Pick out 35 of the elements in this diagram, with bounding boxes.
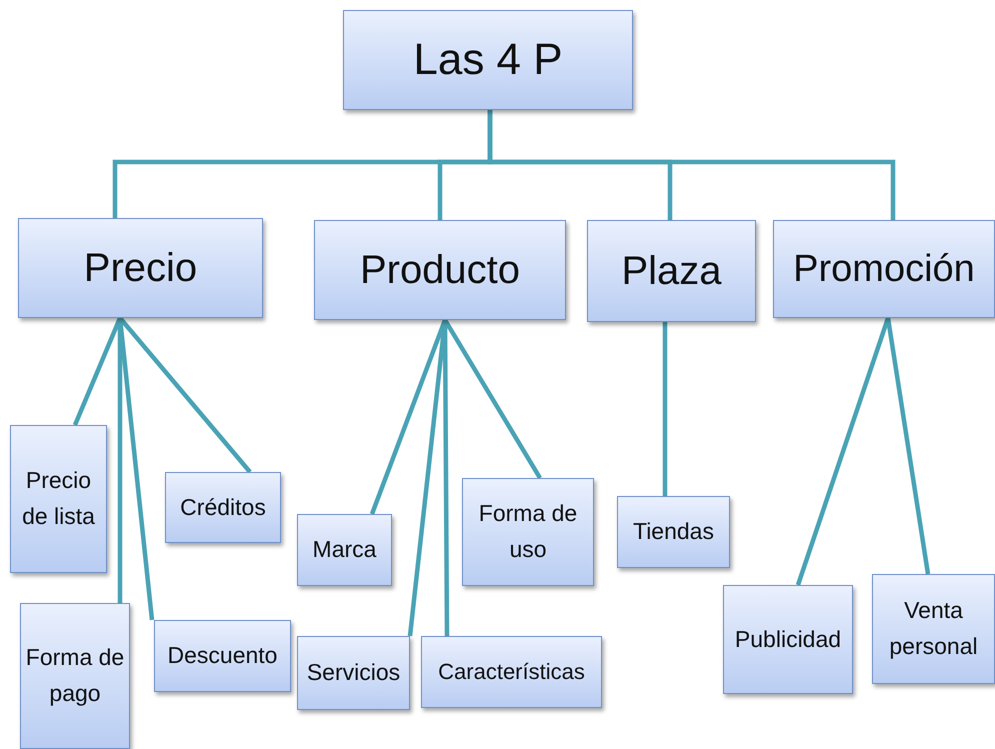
topic-box	[165, 472, 281, 543]
connector-line	[488, 110, 896, 220]
topic-box	[587, 220, 756, 322]
node-label: Publicidad	[734, 624, 842, 654]
topic-box	[872, 574, 995, 684]
connector-line	[662, 322, 668, 496]
topic-box	[18, 218, 263, 318]
topic-box	[10, 425, 107, 573]
node-label: Servicios	[306, 658, 400, 688]
node-label: Forma de uso	[478, 499, 578, 564]
topic-box	[462, 478, 594, 586]
node-label: Créditos	[180, 492, 266, 522]
node-label: Descuento	[168, 641, 278, 670]
node-label: Forma de pago	[24, 643, 126, 708]
node-label: Las 4 P	[413, 34, 563, 86]
topic-box	[154, 620, 291, 692]
topic-box	[723, 585, 853, 694]
node-label: Precio de lista	[21, 466, 96, 531]
root-box	[343, 10, 633, 110]
node-label: Producto	[360, 247, 520, 294]
node-label: Plaza	[621, 248, 722, 295]
topic-box	[773, 220, 995, 318]
topic-box	[297, 514, 392, 586]
node-label: Tiendas	[633, 517, 714, 546]
topic-box	[421, 636, 602, 708]
node-label: Marca	[312, 535, 376, 564]
topic-box	[20, 603, 130, 749]
node-label: Promoción	[793, 246, 975, 292]
connector-line	[886, 318, 930, 574]
topic-box	[617, 496, 730, 568]
topic-box	[297, 636, 410, 710]
node-label: Venta personal	[888, 596, 979, 661]
node-label: Características	[438, 658, 585, 686]
node-label: Precio	[84, 245, 198, 292]
topic-box	[314, 220, 566, 320]
